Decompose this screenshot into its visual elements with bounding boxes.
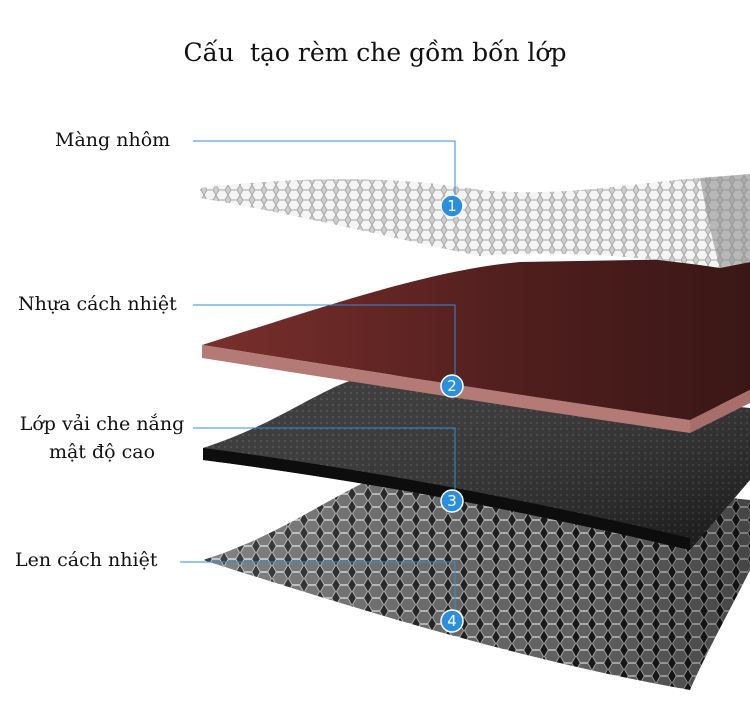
leader-line-4	[180, 561, 456, 620]
badge-1: 1	[440, 194, 464, 218]
label-wool: Len cách nhiệt	[15, 549, 158, 571]
leader-line-1	[193, 140, 456, 203]
label-fabric-line2: mật độ cao	[48, 441, 156, 463]
badge-2-number: 2	[447, 377, 457, 395]
diagram-title: Cấu tạo rèm che gồm bốn lớp	[183, 38, 567, 67]
badge-1-number: 1	[447, 197, 457, 215]
leader-lines	[180, 140, 456, 620]
badge-4-number: 4	[447, 612, 457, 630]
label-fabric: Lớp vải che nắng mật độ cao	[14, 410, 190, 466]
layer-aluminum	[200, 174, 750, 268]
badge-3-number: 3	[447, 492, 457, 510]
label-plastic: Nhựa cách nhiệt	[18, 293, 177, 315]
badge-3: 3	[440, 489, 464, 513]
leader-line-2	[193, 304, 456, 385]
leader-line-3	[193, 427, 456, 500]
badge-2: 2	[440, 374, 464, 398]
label-fabric-line1: Lớp vải che nắng	[19, 413, 185, 435]
badge-4: 4	[440, 609, 464, 633]
label-aluminum: Màng nhôm	[55, 129, 171, 151]
